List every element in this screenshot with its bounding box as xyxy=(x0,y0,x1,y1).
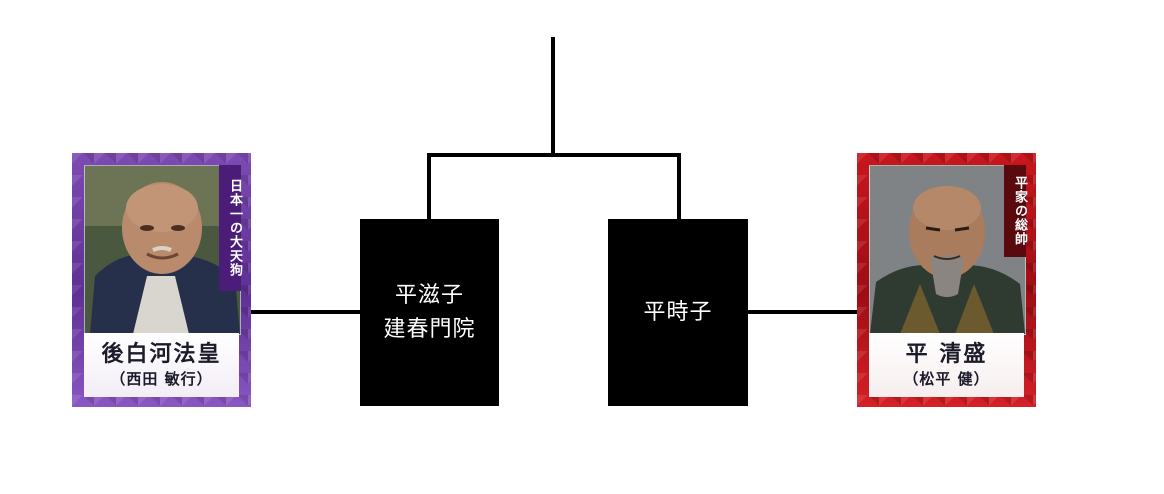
namebar-goshirakawa: 後白河法皇 （西田 敏行） xyxy=(84,333,239,397)
node-tokiko-name: 平時子 xyxy=(643,299,713,325)
tokiko-kiyomori-line xyxy=(747,310,858,314)
sibling-horizontal-line xyxy=(427,153,681,157)
character-name-kiyomori: 平 清盛 xyxy=(905,342,988,367)
node-tokiko: 平時子 xyxy=(608,219,748,406)
goshirakawa-shigeko-line xyxy=(250,310,361,314)
namebar-kiyomori: 平 清盛 （松平 健） xyxy=(869,333,1024,397)
node-shigeko-title: 建春門院 xyxy=(383,316,476,342)
tokiko-drop-line xyxy=(677,153,681,219)
character-name-goshirakawa: 後白河法皇 xyxy=(101,342,222,367)
node-shigeko: 平滋子 建春門院 xyxy=(360,219,499,406)
card-kiyomori: 平家の総帥 平 清盛 （松平 健） xyxy=(857,153,1036,407)
card-goshirakawa: 日本一の大天狗 後白河法皇 （西田 敏行） xyxy=(72,153,251,407)
tag-goshirakawa: 日本一の大天狗 xyxy=(219,165,242,291)
shigeko-drop-line xyxy=(427,153,431,219)
top-vertical-line xyxy=(551,37,555,155)
actor-name-kiyomori: （松平 健） xyxy=(903,370,990,388)
portrait-kiyomori xyxy=(869,165,1026,335)
actor-name-goshirakawa: （西田 敏行） xyxy=(110,370,213,388)
portrait-goshirakawa xyxy=(84,165,241,335)
node-shigeko-name: 平滋子 xyxy=(394,282,464,308)
tag-kiyomori: 平家の総帥 xyxy=(1004,165,1027,257)
